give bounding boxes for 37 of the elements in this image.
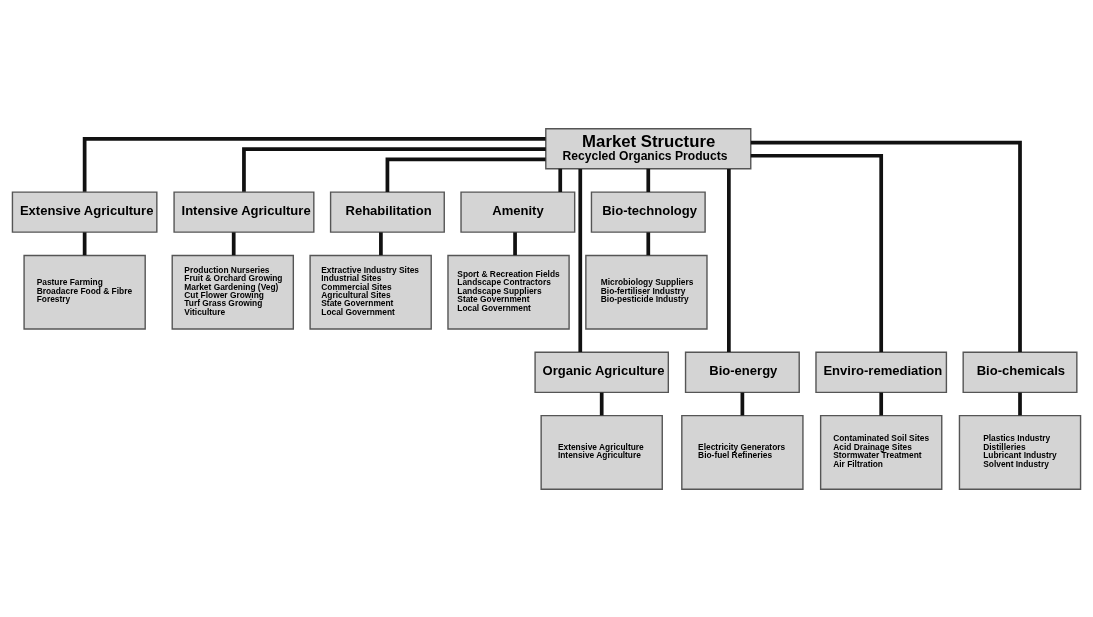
node-box: Extractive Industry Sites Industrial Sites Commercial Sites Agricultural Sites State Government Local Government xyxy=(309,254,432,330)
connector xyxy=(513,231,517,255)
node-box: Production Nurseries Fruit & Orchard Growing Market Gardening (Veg) Cut Flower Growing Turf Grass Growing Viticulture xyxy=(171,254,295,330)
connector xyxy=(558,168,563,192)
connector xyxy=(385,157,546,192)
node-box: Market Structure Recycled Organics Products xyxy=(545,127,752,169)
node-box: Contaminated Soil Sites Acid Drainage Sites Stormwater Treatment Air Filtration xyxy=(819,414,943,490)
node-box: Intensive Agriculture xyxy=(173,190,315,233)
connector xyxy=(879,392,884,415)
node-box: Microbiology Suppliers Bio-fertiliser Industry Bio-pesticide Industry xyxy=(585,254,708,330)
connector xyxy=(727,168,731,352)
connector xyxy=(646,168,651,192)
node-box: Enviro-remediation xyxy=(815,351,948,393)
node-box: Pasture Farming Broadacre Food & Fibre Forestry xyxy=(23,254,146,330)
connector xyxy=(740,392,745,415)
node-box: Amenity xyxy=(460,190,576,233)
node-box: Rehabilitation xyxy=(329,190,445,233)
connector xyxy=(578,168,583,352)
node-box: Plastics Industry Distilleries Lubricant Industry Solvent Industry xyxy=(958,414,1082,490)
connector xyxy=(379,231,383,255)
node-box: Extensive Agriculture xyxy=(11,190,158,233)
connector xyxy=(1018,392,1022,415)
connector xyxy=(242,146,546,192)
connector xyxy=(231,231,236,255)
connector xyxy=(82,231,87,255)
node-box: Bio-chemicals xyxy=(962,351,1078,393)
connector xyxy=(82,136,546,192)
node-box: Extensive Agriculture Intensive Agriculture xyxy=(540,414,663,490)
node-box: Bio-energy xyxy=(684,351,800,393)
node-box: Organic Agriculture xyxy=(534,351,669,393)
node-box: Electricity Generators Bio-fuel Refineries xyxy=(681,414,804,490)
connector xyxy=(599,392,604,415)
connector xyxy=(646,231,651,255)
connector xyxy=(750,153,884,352)
connector xyxy=(750,140,1022,352)
node-box: Sport & Recreation Fields Landscape Contractors Landscape Suppliers State Government Local Government xyxy=(447,254,570,330)
node-box: Bio-technology xyxy=(590,190,706,233)
